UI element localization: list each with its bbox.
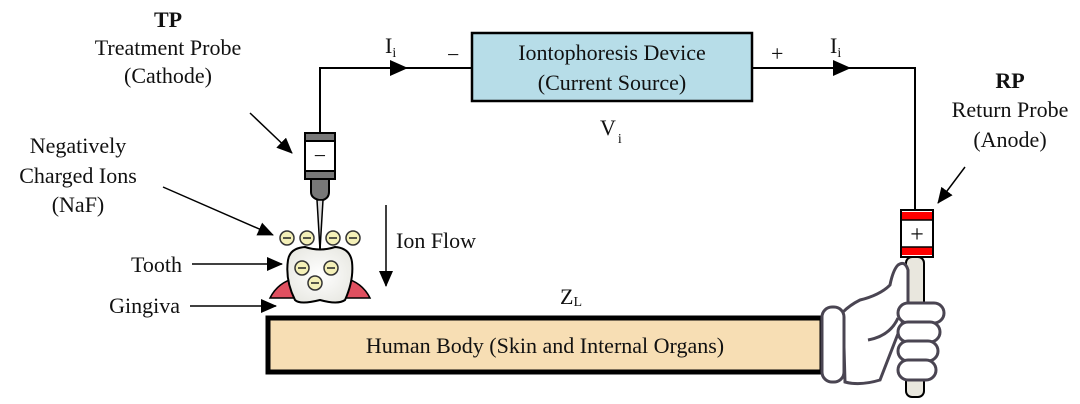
current-arrow-left-icon [390,60,408,76]
device-title: Iontophoresis Device [518,40,706,65]
rp-role: (Anode) [973,127,1046,152]
device-box [470,31,754,103]
ions-label: Negatively Charged Ions (NaF) [19,133,274,236]
tp-pointer-arrow [249,112,293,154]
current-label-right: Ii [830,33,841,61]
tooth-label: Tooth [131,252,182,277]
svg-text:Negatively: Negatively [30,133,127,158]
cuff [820,305,846,384]
treatment-probe-label: TP Treatment Probe (Cathode) [95,7,293,154]
body-label: Human Body (Skin and Internal Organs) [366,333,724,358]
rp-abbr: RP [995,68,1024,93]
hand-palm [841,261,910,386]
gingiva-label: Gingiva [109,293,180,318]
tp-name: Treatment Probe [95,35,241,60]
ions-group [279,230,361,291]
treatment-probe: − [304,132,336,251]
ions-pointer-arrow [162,186,274,236]
tp-abbr: TP [154,7,182,32]
tp-sign: − [314,143,326,168]
tooth [286,245,354,304]
hand-with-probe: + [820,209,946,398]
svg-text:(NaF): (NaF) [52,192,105,217]
impedance-label: ZL [560,284,582,310]
human-body: Human Body (Skin and Internal Organs) [265,315,825,375]
device-subtitle: (Current Source) [538,70,686,95]
ion-flow-label: Ion Flow [396,228,476,253]
rp-pointer-arrow [937,166,966,204]
rp-name: Return Probe [952,97,1069,122]
tp-role: (Cathode) [124,63,212,88]
body-box [265,315,825,375]
return-probe-label: RP Return Probe (Anode) [937,68,1069,204]
wire-right [752,67,916,210]
rp-sign: + [910,222,924,248]
iontophoresis-device: Iontophoresis Device (Current Source) − … [447,31,783,103]
tooth-assembly [268,245,372,304]
current-arrow-right-icon [833,60,851,76]
svg-text:Charged Ions: Charged Ions [19,163,137,188]
negative-terminal-label: − [447,42,459,67]
return-probe: + [900,209,934,258]
current-label-left: Ii [385,33,396,61]
positive-terminal-label: + [771,41,783,66]
